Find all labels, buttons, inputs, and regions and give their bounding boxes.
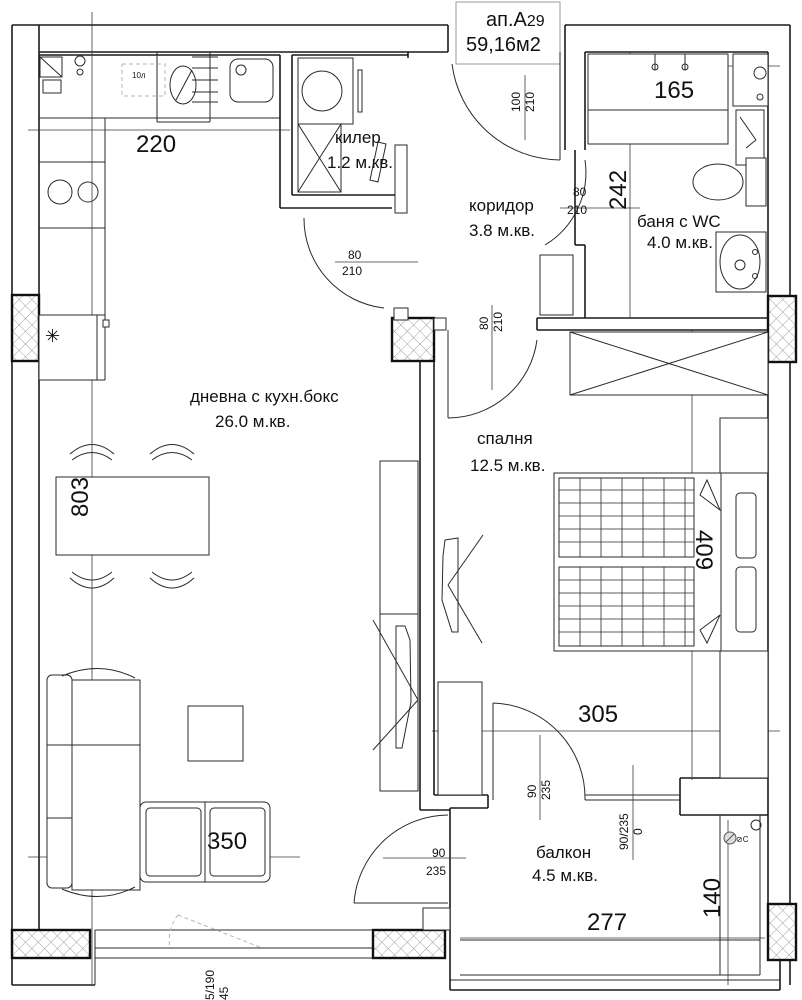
svg-text:210: 210 — [342, 264, 362, 278]
tv-units — [372, 460, 484, 796]
svg-text:45: 45 — [217, 986, 231, 1000]
svg-text:80: 80 — [573, 185, 587, 199]
room-area-balkon: 4.5 м.кв. — [532, 866, 598, 885]
room-name-kiler: килер — [335, 128, 381, 147]
double-bed — [553, 417, 769, 779]
dishwasher-icon: 10л — [121, 63, 166, 97]
door-labels: 100 210 80 210 80 210 80 210 90 235 90 2… — [203, 92, 645, 1000]
column-bottom-left — [10, 928, 92, 960]
svg-text:90/235: 90/235 — [617, 813, 631, 850]
column-left — [10, 293, 41, 363]
boiler-icon — [39, 55, 86, 94]
room-name-dnevna: дневна с кухн.бокс — [190, 387, 339, 406]
room-area-kiler: 1.2 м.кв. — [327, 153, 393, 172]
column-bottom-right — [766, 902, 798, 962]
stove-icon — [47, 179, 99, 205]
room-name-banya: баня с WC — [637, 212, 721, 231]
svg-text:80: 80 — [348, 248, 362, 262]
room-area-koridor: 3.8 м.кв. — [469, 221, 535, 240]
svg-text:210: 210 — [523, 92, 537, 112]
snowflake-icon: ✳ — [45, 326, 60, 346]
apartment-code: ап.А29 — [486, 9, 545, 31]
balcony-fixtures: ⊘С — [723, 819, 762, 845]
dimension-labels: 220 165 242 803 409 305 350 277 140 — [67, 77, 726, 936]
apartment-area: 59,16м2 — [466, 34, 541, 56]
dim-bedroom-width: 305 — [578, 701, 618, 728]
kiler-fixtures — [297, 57, 387, 193]
dim-corridor-height: 242 — [605, 170, 632, 210]
chair-icon — [69, 444, 195, 589]
apartment-label: ап.А29 59,16м2 — [455, 1, 561, 65]
dim-bedroom-length: 409 — [690, 530, 717, 570]
door-swings — [168, 52, 640, 949]
structural-columns — [10, 293, 798, 962]
dim-kitchen-width: 220 — [136, 131, 176, 158]
room-area-spalnya: 12.5 м.кв. — [470, 456, 545, 475]
room-name-spalnya: спалня — [477, 429, 533, 448]
room-labels: килер 1.2 м.кв. коридор 3.8 м.кв. баня с… — [190, 128, 721, 885]
room-area-banya: 4.0 м.кв. — [647, 233, 713, 252]
bathroom-fixtures — [587, 53, 769, 293]
coffee-table — [187, 705, 244, 762]
column-bottom-center — [371, 928, 447, 960]
dim-balcony-depth: 140 — [699, 878, 726, 918]
svg-text:235: 235 — [539, 780, 553, 800]
sofa — [46, 667, 271, 898]
svg-text:5/190: 5/190 — [203, 970, 217, 1000]
svg-text:210: 210 — [567, 203, 587, 217]
corridor-fixtures — [539, 254, 769, 396]
interior-walls — [39, 52, 768, 976]
room-area-dnevna: 26.0 м.кв. — [215, 412, 290, 431]
kitchen-fixtures: 10л ✳ — [38, 52, 274, 381]
svg-text:90: 90 — [432, 846, 446, 860]
svg-text:80: 80 — [477, 316, 491, 330]
room-name-koridor: коридор — [469, 196, 534, 215]
room-name-balkon: балкон — [536, 843, 591, 862]
svg-text:235: 235 — [426, 864, 446, 878]
column-right — [766, 294, 798, 364]
svg-text:⊘С: ⊘С — [736, 835, 749, 844]
column-center — [390, 316, 436, 363]
fridge-icon: ✳ — [38, 314, 110, 381]
dim-living-length: 803 — [67, 477, 94, 517]
dim-balcony-width: 277 — [587, 909, 627, 936]
svg-text:90: 90 — [525, 784, 539, 798]
svg-text:100: 100 — [509, 92, 523, 112]
sink-icon — [156, 52, 274, 123]
dining-table — [55, 444, 210, 589]
svg-text:0: 0 — [631, 828, 645, 835]
dim-living-width: 350 — [207, 828, 247, 855]
svg-text:10л: 10л — [132, 71, 146, 80]
dim-bath-top: 165 — [654, 77, 694, 104]
svg-text:210: 210 — [491, 312, 505, 332]
